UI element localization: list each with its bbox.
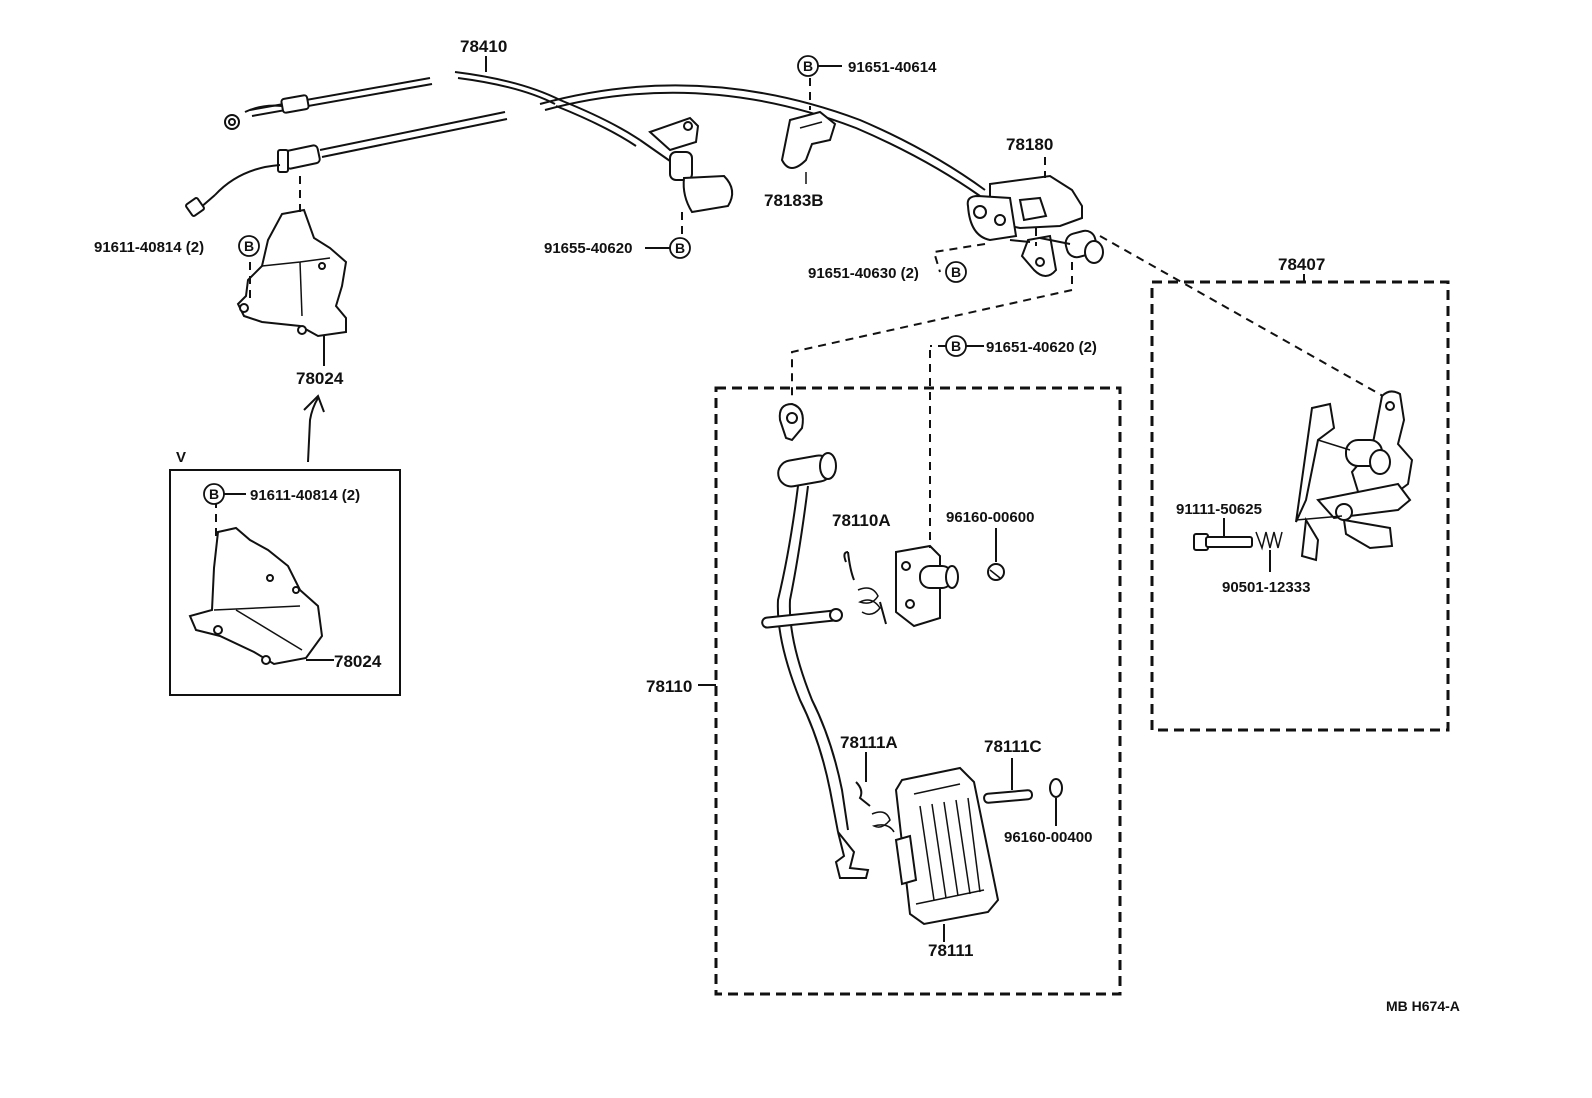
svg-text:B: B — [209, 486, 219, 502]
ring-96160-00600-icon — [987, 528, 1005, 581]
accelerator-cable-group — [185, 71, 986, 217]
link-78407-box — [1150, 280, 1450, 732]
label-91611-40814-top: 91611-40814 (2) — [94, 239, 204, 256]
pedal-78111-icon — [894, 766, 1000, 942]
diagram-code: MB H674-A — [1386, 998, 1460, 1014]
spring-78111a-icon — [855, 752, 895, 833]
bolt-marker-91655-40620: B — [645, 237, 691, 259]
label-90501-12333: 90501-12333 — [1222, 579, 1310, 596]
label-91111-50625: 91111-50625 — [1176, 501, 1262, 518]
cable-end-upper-icon — [224, 94, 310, 130]
hand-throttle-knob — [648, 116, 734, 240]
bolt-marker-91651-40620: B — [930, 335, 984, 357]
leader-to-78407 — [1099, 235, 1391, 401]
label-78111c: 78111C — [984, 737, 1042, 756]
ring-96160-00400-icon — [1049, 778, 1063, 826]
pin-78111c-icon — [983, 758, 1034, 804]
label-78024-view: 78024 — [334, 652, 382, 671]
pedal-assy-78110-box — [714, 386, 1122, 996]
label-78407: 78407 — [1278, 255, 1325, 274]
view-arrow-head-icon — [303, 394, 325, 413]
label-78110: 78110 — [646, 677, 692, 696]
label-78111: 78111 — [928, 941, 973, 960]
cable-end-lower-icon — [185, 144, 321, 217]
bracket-78024-top-icon — [236, 176, 348, 366]
cable-clip-78183b-icon — [780, 78, 837, 184]
bolt-marker-91651-40614: B — [797, 55, 842, 77]
label-91651-40614: 91651-40614 — [848, 59, 937, 76]
leader-91651-40630 — [932, 243, 986, 273]
svg-text:B: B — [803, 58, 813, 74]
svg-text:B: B — [951, 264, 961, 280]
label-96160-00600: 96160-00600 — [946, 509, 1034, 526]
label-78180: 78180 — [1006, 135, 1053, 154]
spring-90501-12333-icon — [1255, 531, 1283, 572]
leader-to-78110 — [791, 262, 1073, 400]
spring-78110a-icon — [843, 551, 887, 625]
label-91611-40814-view: 91611-40814 (2) — [250, 487, 360, 504]
svg-text:B: B — [675, 240, 685, 256]
pedal-bracket-plate-icon — [895, 350, 959, 628]
label-91655-40620: 91655-40620 — [544, 240, 632, 257]
pedal-lever-icon — [761, 402, 870, 879]
label-78110a: 78110A — [832, 511, 891, 530]
view-v-box — [169, 469, 401, 696]
svg-text:B: B — [951, 338, 961, 354]
label-78111a: 78111A — [840, 733, 898, 752]
label-78183b: 78183B — [764, 191, 824, 210]
svg-text:B: B — [244, 238, 254, 254]
link-78407-icon — [1295, 390, 1414, 562]
label-78024-top: 78024 — [296, 369, 344, 388]
label-96160-00400: 96160-00400 — [1004, 829, 1092, 846]
label-91651-40630: 91651-40630 (2) — [808, 265, 919, 282]
bolt-marker-91611-40814-top: B — [238, 235, 260, 257]
bolt-marker-91611-40814-view: B — [203, 483, 246, 505]
view-marker-v: V — [176, 449, 186, 466]
bolt-91111-50625-icon — [1193, 518, 1253, 551]
label-91651-40620: 91651-40620 (2) — [986, 339, 1097, 356]
bolt-marker-91651-40630: B — [945, 261, 967, 283]
view-arrow-icon — [307, 397, 319, 463]
throttle-bracket-78180-icon — [966, 157, 1104, 277]
label-78410: 78410 — [460, 37, 507, 56]
